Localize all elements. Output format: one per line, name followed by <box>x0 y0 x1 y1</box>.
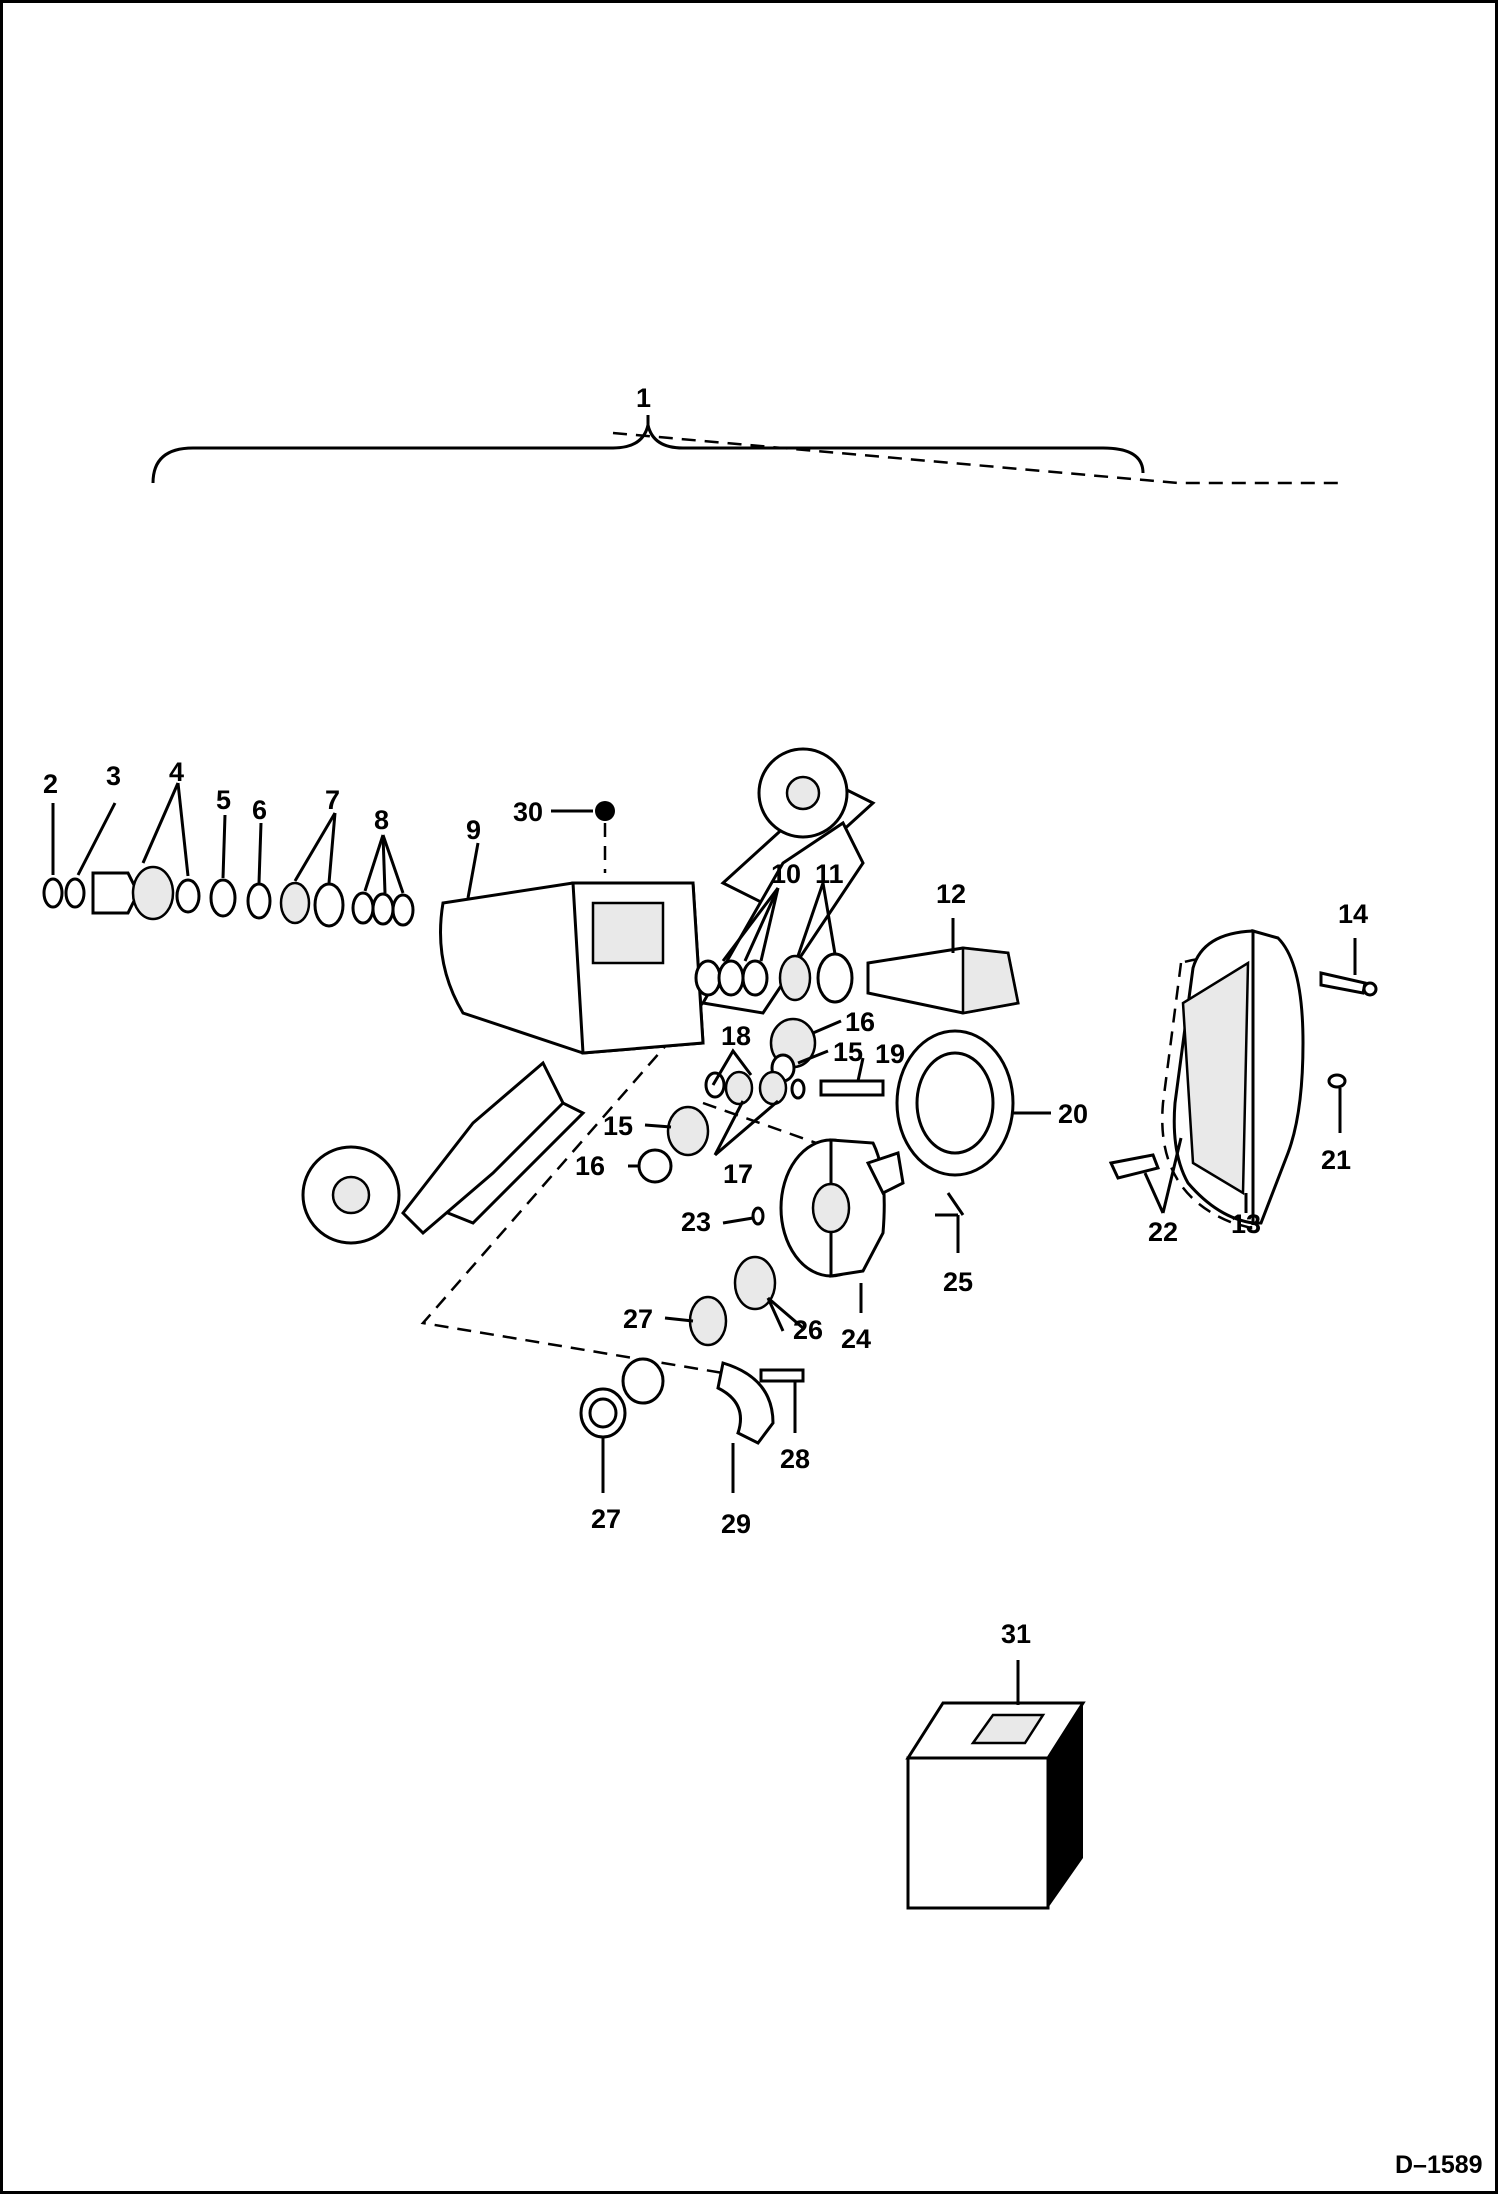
leaders-carrier <box>722 1213 960 1313</box>
label-8: 8 <box>374 805 389 835</box>
label-19: 19 <box>875 1039 905 1069</box>
label-15b: 15 <box>603 1111 633 1141</box>
label-15a: 15 <box>833 1037 863 1067</box>
plug-21 <box>1327 1073 1347 1089</box>
label-3: 3 <box>106 761 121 791</box>
label-23: 23 <box>681 1207 711 1237</box>
label-29: 29 <box>721 1509 751 1539</box>
label-6: 6 <box>252 795 267 825</box>
bearing-cap-29 <box>716 1361 805 1445</box>
label-20: 20 <box>1058 1099 1088 1129</box>
label-17: 17 <box>723 1159 753 1189</box>
label-10: 10 <box>771 859 801 889</box>
drawing-code: D–1589 <box>1395 2151 1483 2179</box>
label-5: 5 <box>216 785 231 815</box>
label-11: 11 <box>815 859 844 889</box>
label-7: 7 <box>325 785 340 815</box>
label-2: 2 <box>43 769 58 799</box>
clip-22 <box>1108 1153 1161 1180</box>
label-14: 14 <box>1338 899 1368 929</box>
label-31: 31 <box>1001 1619 1031 1649</box>
exploded-axle-diagram: 1 2 3 4 5 6 7 8 9 10 11 12 13 14 15 15 1… <box>42 383 1483 2179</box>
label-26: 26 <box>793 1315 823 1345</box>
axle-housing <box>301 747 876 1245</box>
guide-line-housing-cover <box>612 431 1343 485</box>
label-18: 18 <box>721 1021 751 1051</box>
leaders-cover <box>1143 938 1357 1214</box>
label-12: 12 <box>936 879 966 909</box>
callout-labels: 1 2 3 4 5 6 7 8 9 10 11 12 13 14 15 15 1… <box>43 383 1368 1649</box>
screw-14 <box>1319 971 1378 997</box>
label-22: 22 <box>1148 1217 1178 1247</box>
cover-13 <box>1172 929 1305 1225</box>
leaders-right-top <box>721 882 955 962</box>
label-4: 4 <box>169 757 184 787</box>
leaders-diff <box>628 1019 865 1168</box>
label-13: 13 <box>1231 1209 1261 1239</box>
carrier-24 <box>779 1138 905 1278</box>
label-28: 28 <box>780 1444 810 1474</box>
assembly-brace <box>151 424 1145 484</box>
leaders-cap <box>731 1381 797 1493</box>
label-27b: 27 <box>591 1504 621 1534</box>
label-24: 24 <box>841 1324 871 1354</box>
label-30: 30 <box>513 797 543 827</box>
label-9: 9 <box>466 815 481 845</box>
parts-15-19 <box>637 1017 885 1184</box>
label-25: 25 <box>943 1267 973 1297</box>
guide-line-housing-carrier <box>420 1002 724 1375</box>
parts-10-12 <box>694 946 1020 1015</box>
label-1: 1 <box>636 383 651 413</box>
pin-23 <box>751 1206 765 1226</box>
label-21: 21 <box>1321 1145 1351 1175</box>
label-27a: 27 <box>623 1304 653 1334</box>
label-16a: 16 <box>845 1007 875 1037</box>
pin-25 <box>946 1192 965 1216</box>
ring-gear-20 <box>895 1029 1015 1177</box>
leaders-bearings <box>601 1296 804 1493</box>
vent-30 <box>595 801 615 821</box>
parts-2-8 <box>42 865 415 928</box>
label-16b: 16 <box>575 1151 605 1181</box>
seal-kit-31 <box>905 1701 1086 1910</box>
leaders-left <box>51 782 480 899</box>
